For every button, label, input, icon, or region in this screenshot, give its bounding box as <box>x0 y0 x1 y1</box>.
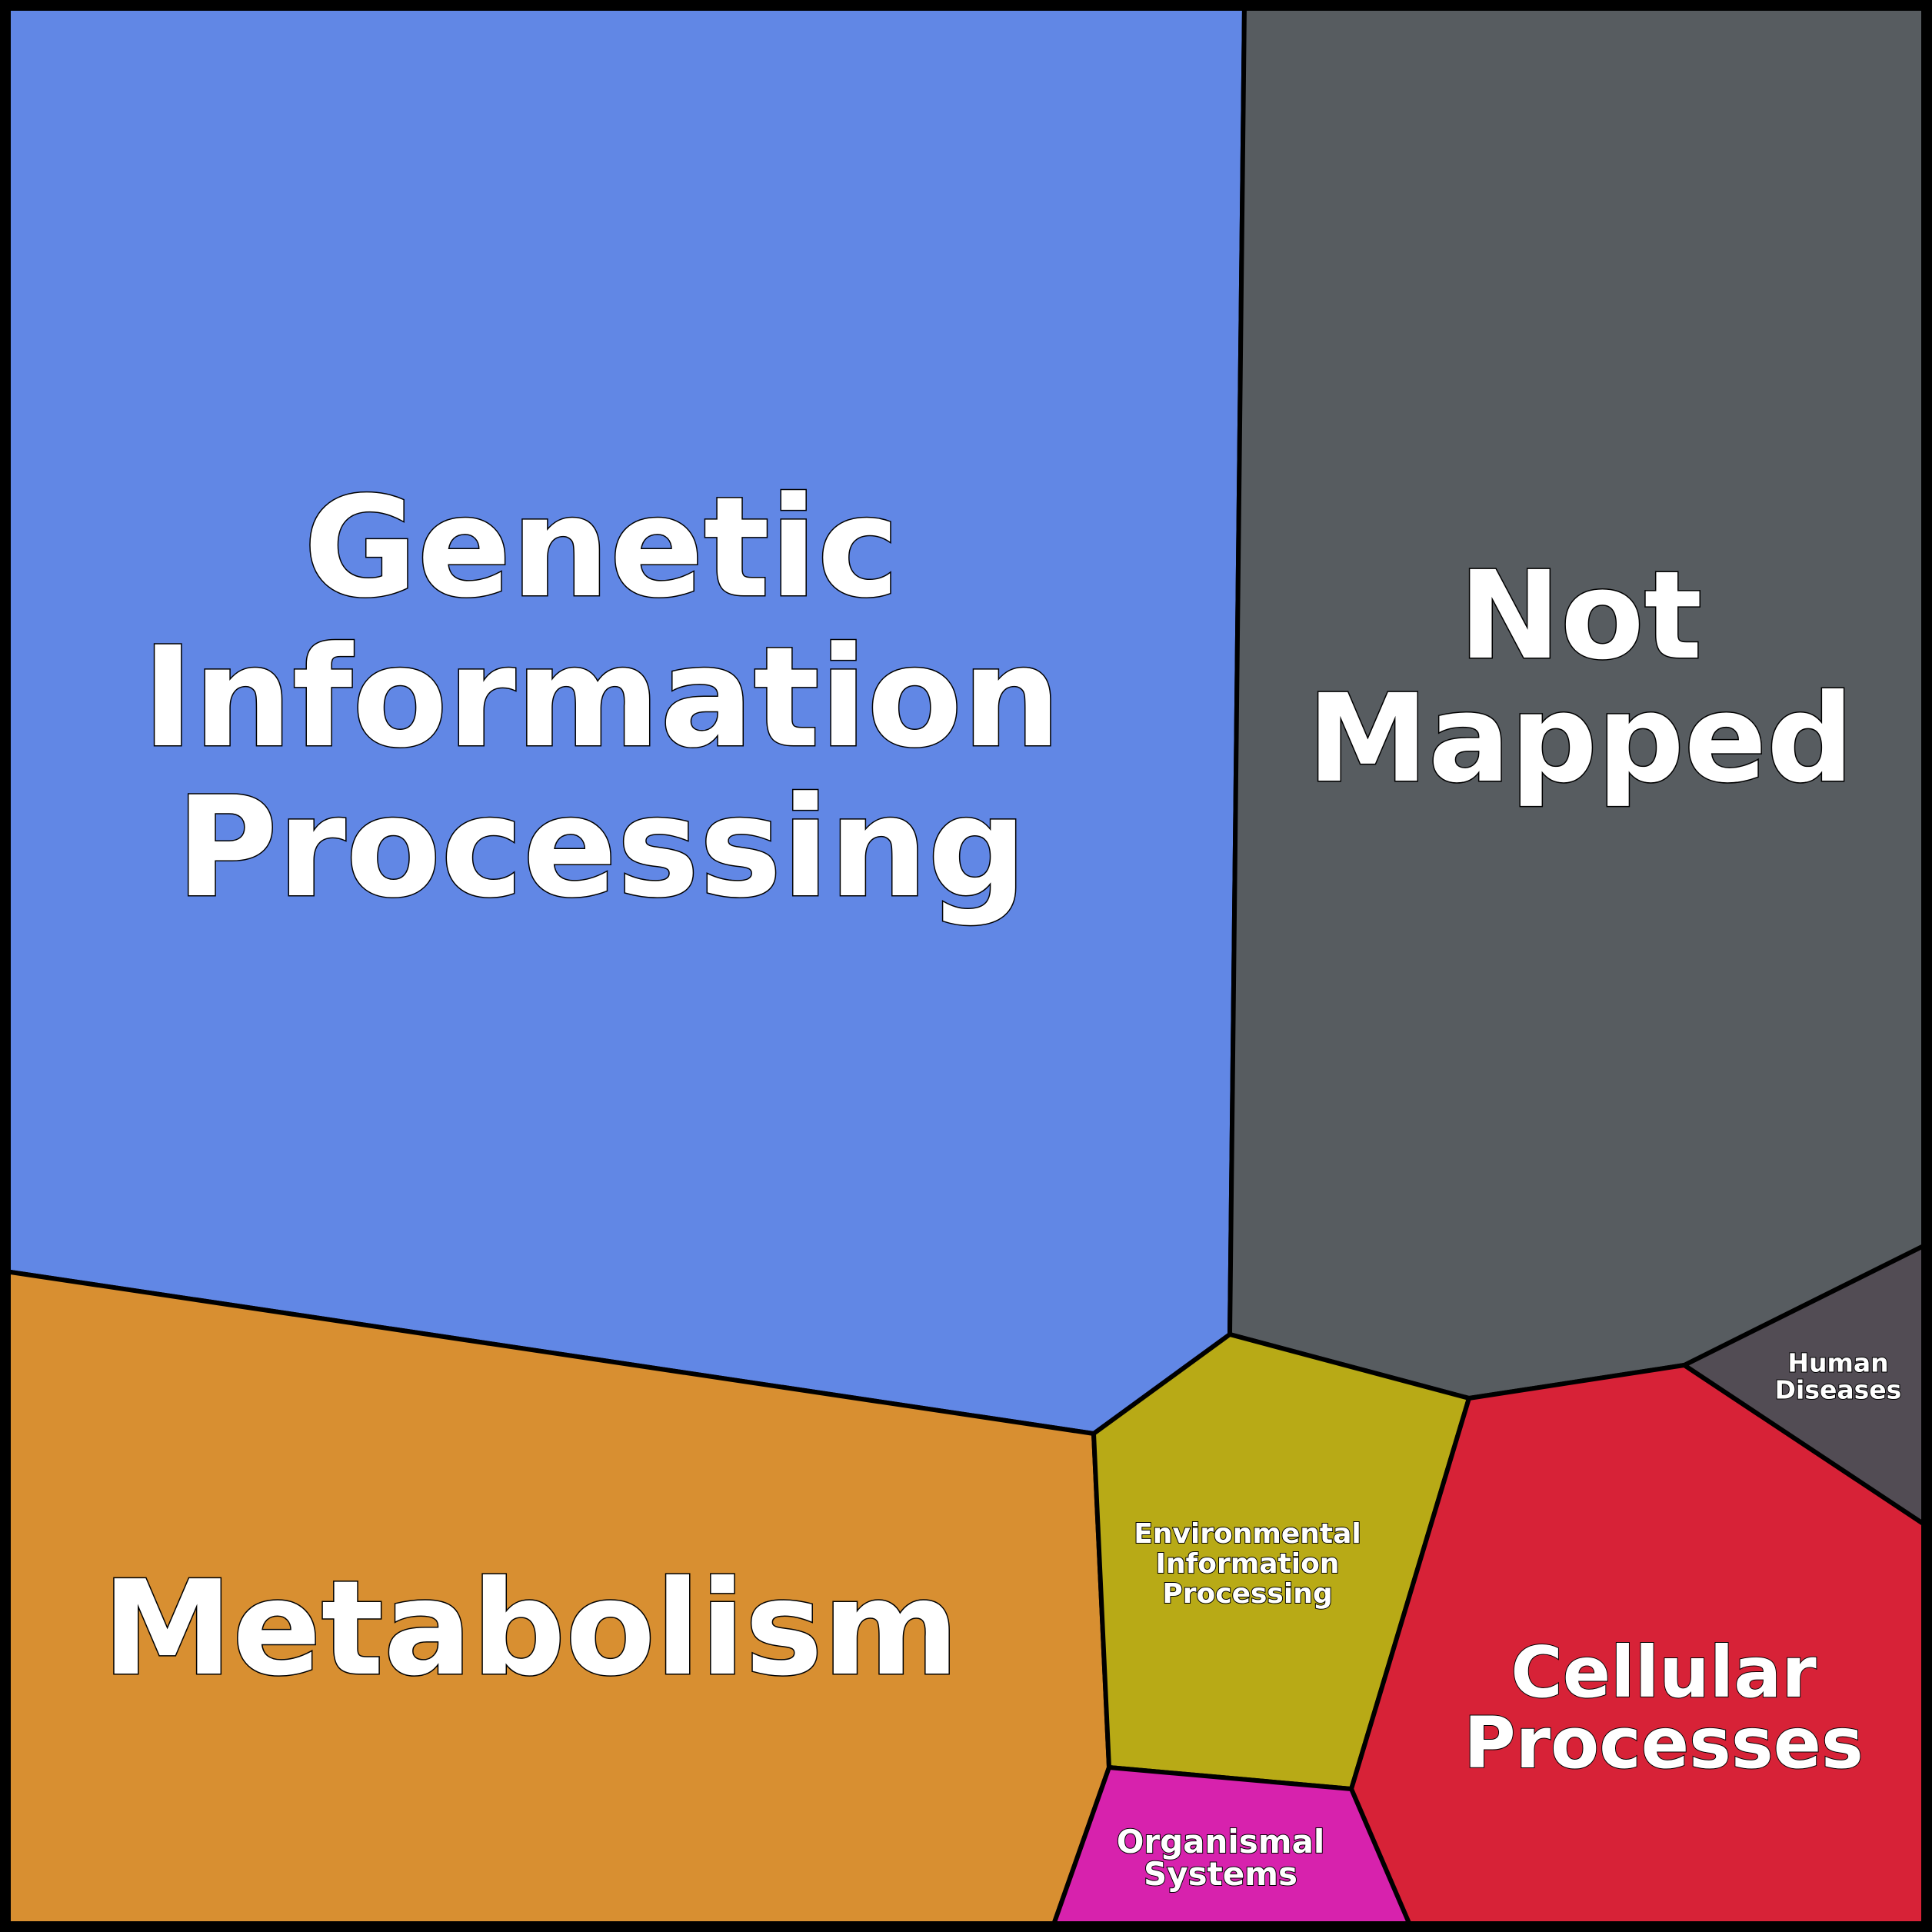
label-line: Information <box>142 618 1061 778</box>
label-line: Metabolism <box>102 1553 959 1705</box>
label-line: Human <box>1787 1347 1888 1377</box>
label-line: Cellular <box>1511 1631 1817 1714</box>
label-line: Mapped <box>1307 668 1854 810</box>
label-line: Organismal <box>1117 1823 1325 1860</box>
label-line: Genetic <box>304 468 900 628</box>
label-metabolism: Metabolism <box>102 1553 959 1705</box>
label-line: Processing <box>176 768 1027 928</box>
label-line: Diseases <box>1775 1374 1902 1404</box>
cells-layer <box>3 3 1929 1929</box>
label-line: Not <box>1459 545 1702 687</box>
label-line: Environmental <box>1134 1518 1361 1550</box>
label-line: Information <box>1156 1548 1340 1580</box>
label-line: Processes <box>1464 1702 1864 1784</box>
label-line: Processing <box>1162 1578 1332 1610</box>
label-line: Systems <box>1144 1855 1297 1893</box>
